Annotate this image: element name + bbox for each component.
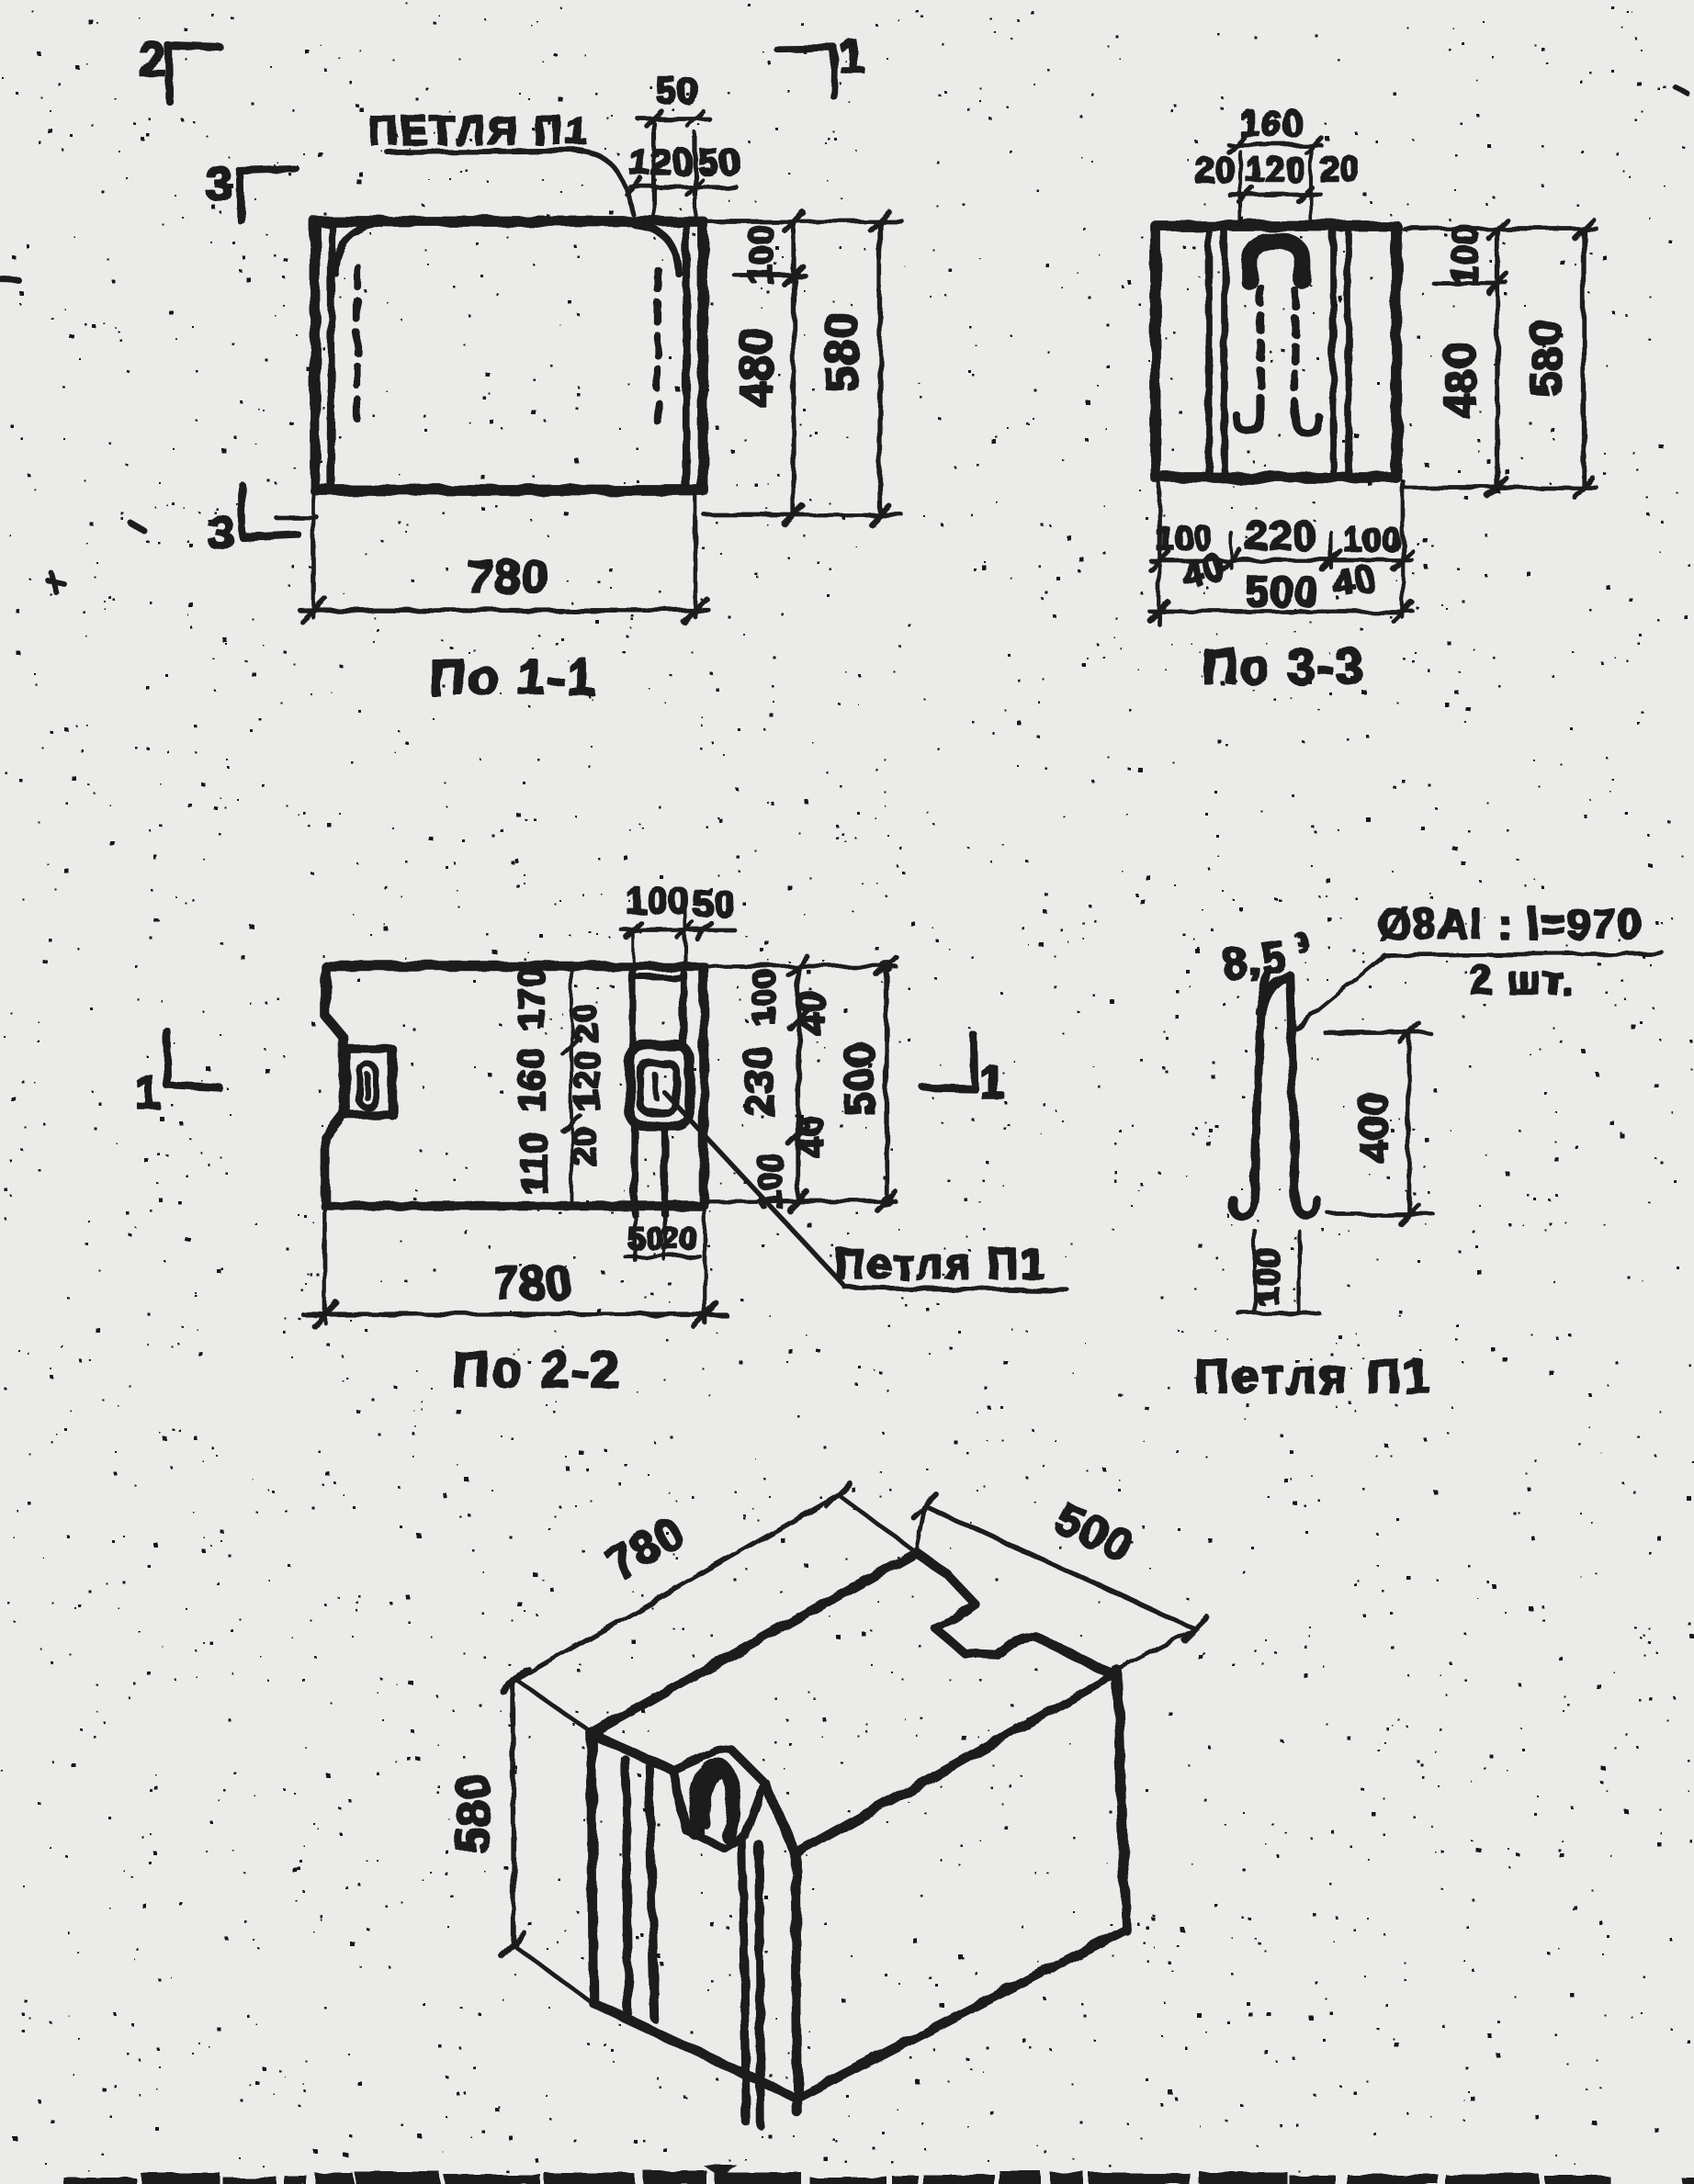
svg-text:120: 120 xyxy=(629,142,694,183)
svg-text:160: 160 xyxy=(1239,104,1304,144)
svg-text:По 3-3: По 3-3 xyxy=(1203,639,1365,694)
svg-text:20: 20 xyxy=(1320,151,1361,189)
svg-text:20: 20 xyxy=(565,1127,603,1165)
svg-text:100: 100 xyxy=(742,224,781,285)
svg-text:100: 100 xyxy=(1446,224,1485,285)
svg-text:120: 120 xyxy=(1245,151,1305,189)
svg-text:500: 500 xyxy=(1246,568,1319,615)
svg-text:20: 20 xyxy=(661,1221,698,1256)
svg-text:580: 580 xyxy=(816,312,867,391)
svg-text:220: 220 xyxy=(1246,513,1316,558)
svg-text:50: 50 xyxy=(694,884,737,925)
svg-text:120: 120 xyxy=(569,1050,607,1110)
svg-text:40: 40 xyxy=(791,1115,831,1158)
svg-text:3: 3 xyxy=(208,507,235,560)
svg-text:1: 1 xyxy=(840,31,866,83)
svg-text:50: 50 xyxy=(656,71,699,111)
svg-text:2: 2 xyxy=(139,33,166,86)
svg-text:50: 50 xyxy=(627,1221,664,1256)
svg-text:100: 100 xyxy=(751,1152,789,1210)
svg-text:100: 100 xyxy=(745,968,783,1026)
svg-text:20: 20 xyxy=(567,1004,604,1042)
svg-text:По 1-1: По 1-1 xyxy=(429,647,597,705)
svg-text:780: 780 xyxy=(493,1257,572,1309)
svg-text:1: 1 xyxy=(980,1057,1007,1109)
svg-text:780: 780 xyxy=(467,551,549,604)
svg-text:Петля П1: Петля П1 xyxy=(1195,1350,1433,1403)
svg-text:50: 50 xyxy=(698,142,741,183)
svg-text:100: 100 xyxy=(1248,1247,1286,1305)
svg-text:Ø8АI : l=970: Ø8АI : l=970 xyxy=(1378,900,1643,948)
svg-text:Петля П1: Петля П1 xyxy=(834,1240,1046,1288)
svg-text:160: 160 xyxy=(512,1047,552,1111)
svg-text:100: 100 xyxy=(1343,521,1401,558)
svg-text:По 2-2: По 2-2 xyxy=(453,1340,621,1398)
svg-text:ПЕТЛЯ П1: ПЕТЛЯ П1 xyxy=(368,108,591,153)
svg-text:580: 580 xyxy=(1523,320,1572,396)
svg-text:480: 480 xyxy=(730,328,782,407)
svg-text:100: 100 xyxy=(1155,519,1213,557)
svg-text:1: 1 xyxy=(135,1066,162,1118)
svg-text:20: 20 xyxy=(1195,152,1236,190)
svg-text:40: 40 xyxy=(791,991,831,1034)
svg-text:500: 500 xyxy=(835,1041,883,1115)
svg-text:100: 100 xyxy=(626,881,690,921)
svg-text:480: 480 xyxy=(1437,342,1485,418)
svg-text:2 шт.: 2 шт. xyxy=(1470,958,1574,1003)
svg-text:170: 170 xyxy=(512,966,552,1030)
svg-text:580: 580 xyxy=(447,1773,499,1852)
svg-text:400: 400 xyxy=(1351,1092,1396,1162)
svg-text:110: 110 xyxy=(514,1131,555,1194)
